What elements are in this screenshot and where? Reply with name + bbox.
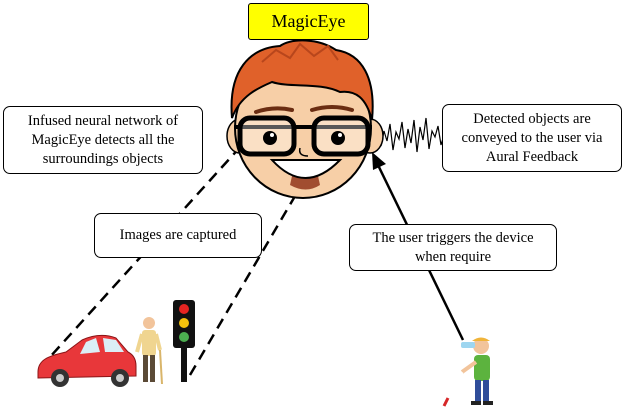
title-box: MagicEye xyxy=(248,3,369,40)
user-triggers-callout: The user triggers the device when requir… xyxy=(349,224,557,271)
traffic-light-icon xyxy=(173,300,195,382)
pedestrian-icon xyxy=(135,317,163,385)
white-cane-tip xyxy=(442,397,450,407)
glasses-icon xyxy=(234,115,372,157)
aural-feedback-callout: Detected objects are conveyed to the use… xyxy=(442,104,622,172)
neural-network-callout: Infused neural network of MagicEye detec… xyxy=(3,106,203,174)
car-icon xyxy=(37,334,137,387)
blind-user-icon xyxy=(460,337,493,405)
images-captured-callout: Images are captured xyxy=(94,213,262,258)
